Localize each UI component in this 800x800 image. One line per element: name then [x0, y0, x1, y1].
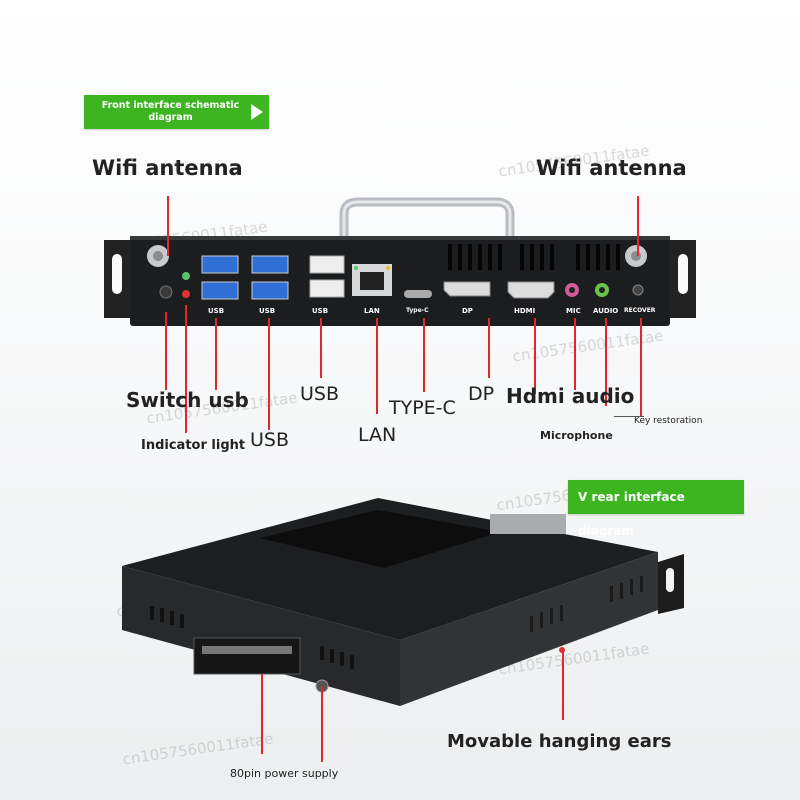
panel-audio-label: AUDIO	[593, 307, 619, 315]
pointer-line	[534, 318, 536, 394]
pointer-line	[185, 305, 187, 433]
hdmi-audio-label: Hdmi audio	[506, 384, 635, 408]
front-banner-text: Front interface schematic diagram	[101, 100, 240, 123]
rear-banner-text: V rear interface diagram	[578, 490, 685, 538]
key-restoration-label: Key restoration	[634, 416, 703, 426]
dp-label: DP	[468, 383, 495, 405]
rear-diagram-banner: V rear interface diagram	[568, 480, 744, 538]
indicator-light-label: Indicator light	[141, 438, 246, 453]
pointer-line	[215, 318, 217, 390]
type-c-label: TYPE-C	[389, 397, 456, 419]
movable-hanging-ears-label: Movable hanging ears	[447, 731, 672, 752]
pointer-line	[488, 318, 490, 378]
pointer-line	[640, 318, 642, 416]
pointer-line	[562, 650, 564, 720]
power-supply-label: 80pin power supply	[230, 767, 339, 780]
panel-hdmi-label: HDMI	[514, 307, 536, 315]
panel-dp-label: DP	[462, 307, 473, 315]
pointer-line	[268, 318, 270, 430]
switch-usb-label: Switch usb	[126, 388, 249, 412]
usb-label: USB	[300, 383, 340, 405]
panel-typec-label: Type-C	[406, 307, 429, 314]
pointer-line	[165, 312, 167, 390]
pointer-line	[376, 318, 378, 414]
lan-label: LAN	[358, 424, 397, 446]
panel-mic-label: MIC	[566, 307, 581, 315]
panel-usb-label: USB	[259, 307, 276, 315]
pointer-line	[574, 318, 576, 390]
panel-usb-label: USB	[312, 307, 329, 315]
panel-recover-label: RECOVER	[624, 307, 656, 314]
play-arrow-icon	[251, 104, 263, 120]
key-restoration-underline	[614, 416, 644, 417]
pointer-line	[320, 318, 322, 378]
device-rear-image	[122, 498, 684, 706]
wifi-antenna-right-label: Wifi antenna	[536, 156, 687, 180]
front-panel-image	[104, 197, 696, 326]
front-diagram-banner: Front interface schematic diagram	[84, 95, 269, 129]
panel-lan-label: LAN	[364, 307, 380, 315]
pointer-line	[261, 674, 263, 754]
wifi-antenna-left-label: Wifi antenna	[92, 156, 243, 180]
panel-usb-label: USB	[208, 307, 225, 315]
pointer-line	[321, 686, 323, 762]
pointer-line	[605, 318, 607, 406]
usb-label: USB	[250, 429, 290, 451]
pointer-line	[637, 196, 639, 256]
microphone-label: Microphone	[540, 429, 613, 442]
pointer-line	[423, 318, 425, 392]
pointer-line	[167, 196, 169, 256]
